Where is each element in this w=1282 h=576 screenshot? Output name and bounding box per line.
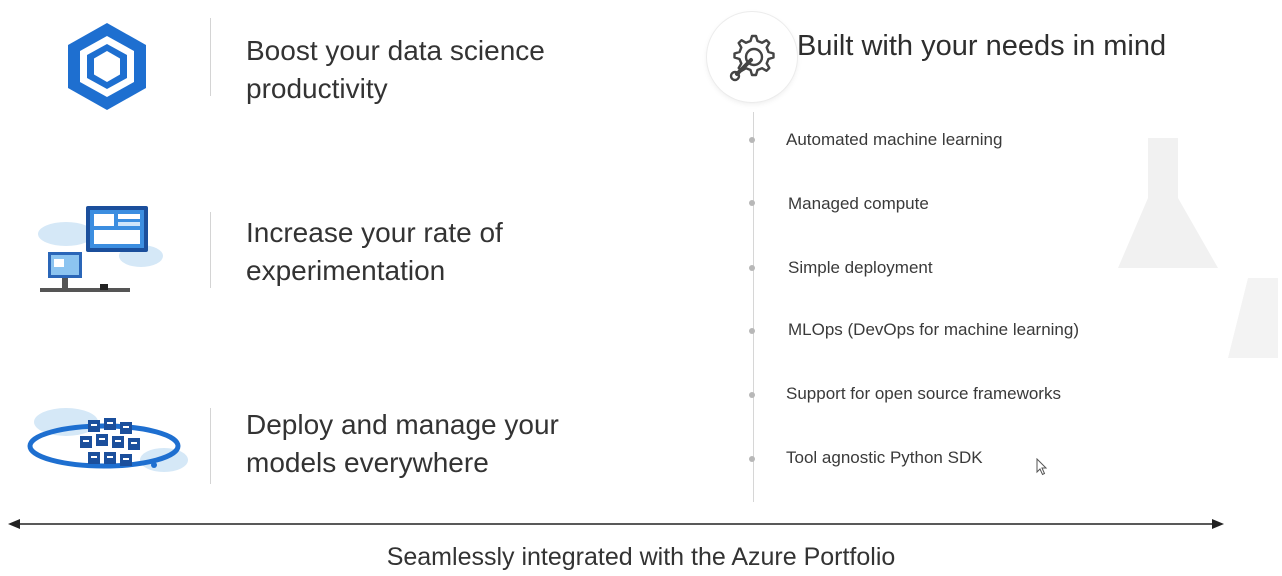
bullet-dot — [749, 392, 755, 398]
bullet-dot — [749, 265, 755, 271]
feature-deploy: Deploy and manage your models everywhere — [0, 390, 700, 500]
capability-label: Support for open source frameworks — [786, 384, 1061, 403]
feature-separator — [210, 212, 211, 288]
double-headed-arrow-icon — [8, 519, 1224, 529]
capability-item: Automated machine learning — [0, 0, 1002, 149]
capability-label: MLOps (DevOps for machine learning) — [788, 320, 1080, 339]
capability-item: Simple deployment — [0, 0, 933, 277]
feature-title: Increase your rate of experimentation — [246, 217, 503, 286]
capability-label: Simple deployment — [788, 258, 933, 277]
capability-item: Tool agnostic Python SDK — [0, 0, 983, 467]
flask-watermark-icon — [1118, 138, 1278, 358]
hexagon-cube-icon — [68, 23, 146, 110]
capability-item: MLOps (DevOps for machine learning) — [0, 0, 1079, 339]
capability-label: Managed compute — [788, 194, 929, 213]
feature-productivity: Boost your data science productivity — [0, 0, 700, 130]
cloud-server-cluster-icon — [27, 408, 188, 472]
bullet-dot — [749, 328, 755, 334]
capabilities-title: Built with your needs in mind — [797, 30, 1167, 62]
capability-item: Managed compute — [0, 0, 929, 213]
capability-item: Support for open source frameworks — [0, 0, 1061, 403]
capability-label: Automated machine learning — [786, 130, 1003, 149]
feature-separator — [210, 18, 211, 96]
computer-monitor-icon — [38, 206, 163, 292]
mouse-pointer-icon — [1036, 458, 1048, 476]
bullet-dot — [749, 456, 755, 462]
capability-label: Tool agnostic Python SDK — [786, 448, 983, 467]
feature-title: Boost your data science productivity — [246, 35, 545, 104]
feature-title: Deploy and manage your models everywhere — [246, 409, 559, 478]
capabilities-timeline — [753, 112, 754, 502]
gear-wrench-icon — [729, 34, 775, 82]
bullet-dot — [749, 137, 755, 143]
feature-experimentation: Increase your rate of experimentation — [0, 190, 700, 310]
bullet-dot — [749, 200, 755, 206]
feature-separator — [210, 408, 211, 484]
footer-caption: Seamlessly integrated with the Azure Por… — [386, 543, 896, 571]
gear-icon-badge — [707, 12, 797, 102]
